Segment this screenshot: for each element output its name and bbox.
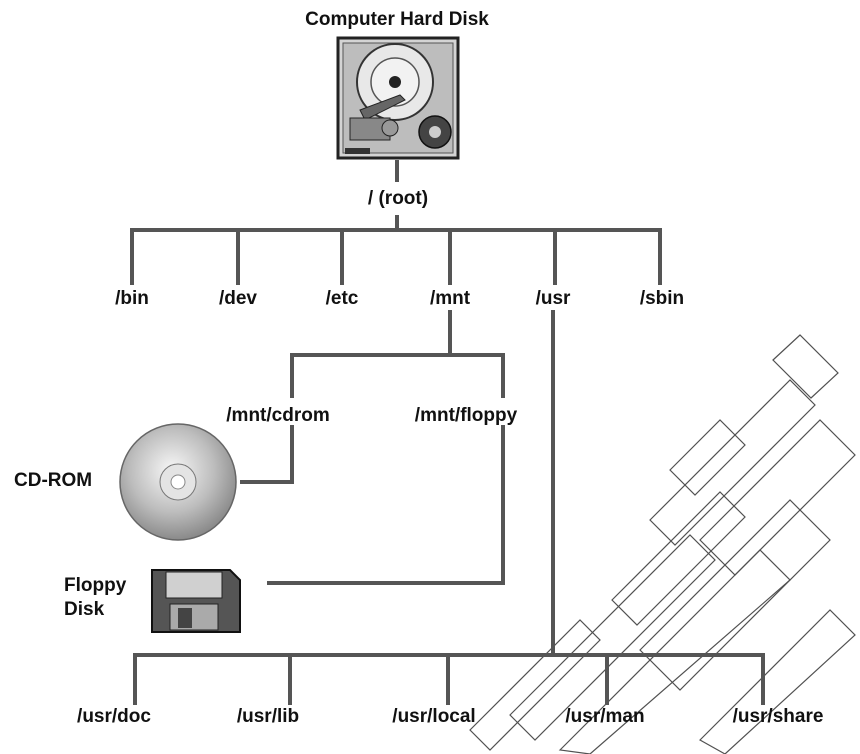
dir-usr-local-label: /usr/local	[392, 707, 475, 726]
cd-rom-icon	[120, 424, 236, 540]
dir-mnt-cdrom-label: /mnt/cdrom	[226, 406, 329, 425]
dir-usr-doc-label: /usr/doc	[77, 707, 151, 726]
floppy-disk-icon	[152, 570, 240, 632]
dir-sbin-label: /sbin	[640, 289, 684, 308]
diagram-title: Computer Hard Disk	[305, 10, 489, 29]
dir-usr-man-label: /usr/man	[565, 707, 644, 726]
dir-mnt-floppy-label: /mnt/floppy	[415, 406, 517, 425]
root-dir-label: / (root)	[368, 189, 428, 208]
dir-mnt-label: /mnt	[430, 289, 470, 308]
floppy-device-label-line2: Disk	[64, 599, 104, 622]
floppy-device-label-line1: Floppy	[64, 575, 126, 598]
dir-dev-label: /dev	[219, 289, 257, 308]
dir-etc-label: /etc	[326, 289, 359, 308]
dir-usr-lib-label: /usr/lib	[237, 707, 299, 726]
dir-usr-share-label: /usr/share	[733, 707, 824, 726]
dir-bin-label: /bin	[115, 289, 149, 308]
dir-usr-label: /usr	[536, 289, 571, 308]
hard-disk-icon	[338, 38, 458, 158]
cd-rom-device-label: CD-ROM	[14, 471, 92, 490]
watermark-logo	[470, 335, 855, 754]
